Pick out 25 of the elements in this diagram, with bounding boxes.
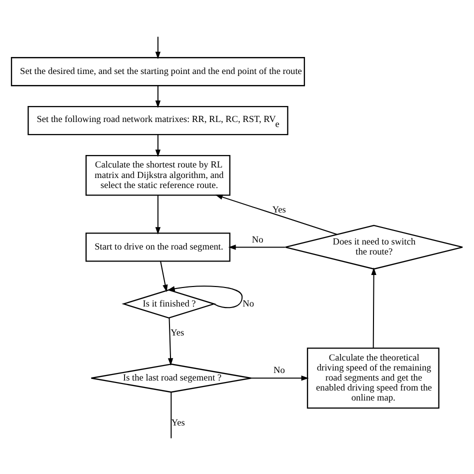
edge-label: No <box>242 298 254 309</box>
arrow <box>251 375 309 380</box>
node-diamond: Does it need to switch the route? <box>284 224 464 270</box>
arrow <box>168 318 174 366</box>
arrow <box>155 134 161 157</box>
edge-label: No <box>252 234 264 245</box>
node-box: Calculate the theoretical driving speed of the remaining road segments and get the enabled driving speed from the online map. <box>306 347 440 408</box>
node-box: Calculate the shortest route by RL matrix and Dijkstra algorithm, and select the static reference route. <box>86 154 230 196</box>
arrow <box>155 85 161 108</box>
connector <box>170 392 172 438</box>
node-diamond: Is the last road segement ? <box>90 363 252 392</box>
node-box: Start to drive on the road segment. <box>86 232 230 262</box>
arrow <box>371 267 376 348</box>
edge-label: No <box>274 366 285 376</box>
arrow <box>160 260 168 292</box>
arrow <box>167 285 243 308</box>
edge-label: Yes <box>170 328 184 338</box>
edge-label: Yes <box>272 205 286 216</box>
arrow <box>155 194 161 234</box>
node-diamond: Is it finished ? <box>122 288 216 318</box>
node-box: Set the desired time, and set the starting point and the end point of the route <box>10 56 305 86</box>
arrow <box>215 194 338 234</box>
arrow <box>155 36 161 59</box>
arrow <box>228 244 286 250</box>
edge-label: Yes <box>171 418 185 428</box>
